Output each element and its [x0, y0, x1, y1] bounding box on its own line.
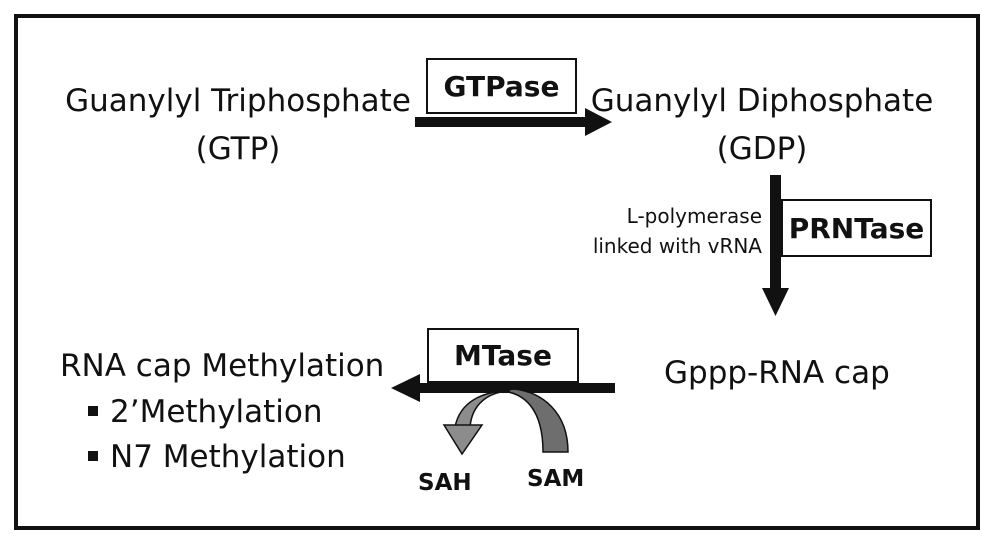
polymerase-note-line2: linked with vRNA: [592, 234, 762, 258]
gtpase-label: GTPase: [443, 69, 560, 103]
mtase-label: MTase: [454, 339, 552, 372]
cap-to-methylation-arrow: [391, 374, 615, 402]
sah-label: SAH: [418, 470, 472, 496]
polymerase-note-line1: L-polymerase: [626, 204, 762, 228]
gtpase-box: GTPase: [426, 58, 577, 114]
bullet-square-icon: [88, 405, 98, 416]
prntase-box: PRNTase: [781, 199, 932, 257]
gtp-abbrev: (GTP): [195, 131, 281, 167]
sam-label: SAM: [527, 466, 585, 492]
diagram-frame: [14, 14, 980, 530]
prntase-label: PRNTase: [788, 211, 925, 245]
gdp-to-cap-arrow: [762, 175, 789, 316]
methylation-item-n7: N7 Methylation: [88, 442, 346, 473]
sam-cofactor-arc: [499, 388, 569, 453]
sah-cofactor-arc: [454, 390, 511, 428]
methylation-item-2prime: 2’Methylation: [88, 397, 323, 428]
methylation-title: RNA cap Methylation: [60, 348, 385, 384]
gtp-to-gdp-arrow: [415, 108, 612, 136]
sah-arrowhead: [442, 424, 484, 456]
gdp-abbrev: (GDP): [716, 131, 808, 167]
mtase-box: MTase: [427, 328, 579, 383]
gppp-rna-cap: Gppp-RNA cap: [664, 355, 890, 391]
bullet-square-icon: [88, 450, 98, 461]
gdp-name: Guanylyl Diphosphate: [590, 83, 934, 119]
gtp-name: Guanylyl Triphosphate: [65, 83, 411, 119]
